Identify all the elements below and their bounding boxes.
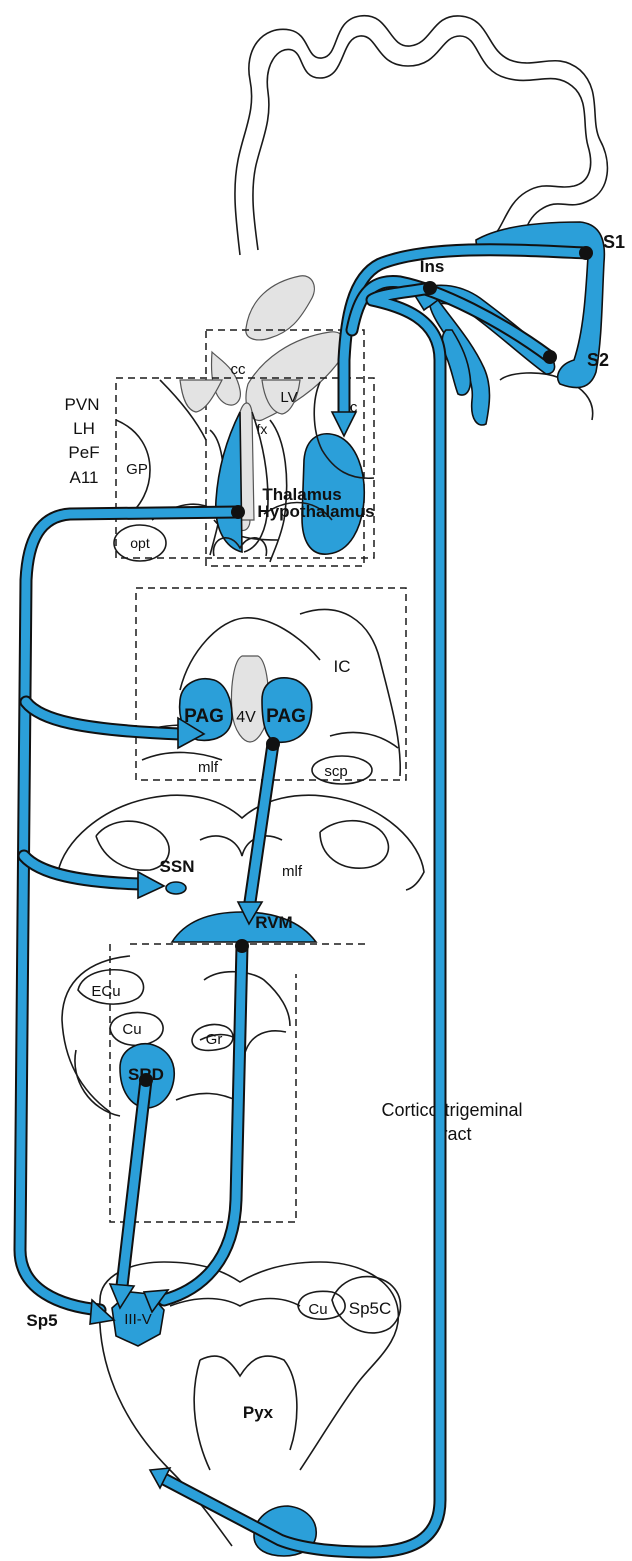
label-cc: cc (231, 361, 247, 378)
cortex-gyri-outline (235, 16, 607, 255)
pons-section: SSN mlf RVM (58, 795, 424, 942)
hypo-pag-branch (26, 702, 180, 734)
label-s1: S1 (603, 232, 625, 252)
label-cu-lower: Cu (308, 1301, 327, 1318)
label-pag-left: PAG (184, 706, 224, 727)
label-sp5: Sp5 (26, 1311, 57, 1330)
label-mlf-mid: mlf (198, 759, 219, 776)
label-s2: S2 (587, 350, 609, 370)
label-ecu: ECu (91, 983, 120, 1000)
dot-rvm (235, 939, 249, 953)
dot-ins (423, 281, 437, 295)
rvm-sp5-tract (164, 946, 242, 1300)
ssn-nucleus (166, 882, 186, 894)
label-pag-right: PAG (266, 706, 306, 727)
arrowhead-sp5-left (90, 1300, 114, 1324)
label-gr: Gr (206, 1031, 223, 1048)
srd-sp5-tract (122, 1080, 146, 1286)
lateral-ventricle-right (246, 332, 345, 421)
dot-s1 (579, 246, 593, 260)
label-cortico-tract-line1: Cortico-trigeminal (381, 1100, 522, 1120)
cortex-gyri-inner (253, 36, 591, 250)
label-4v: 4V (236, 709, 256, 726)
label-scp: scp (324, 763, 347, 780)
label-ins: Ins (420, 257, 445, 276)
label-lamina: III-V (124, 1311, 152, 1328)
label-rvm: RVM (255, 913, 292, 932)
arrowhead-thalamus (332, 412, 356, 436)
dot-srd (139, 1073, 153, 1087)
label-opt: opt (130, 535, 150, 551)
dot-s2 (543, 350, 557, 364)
label-ic-large: IC (334, 657, 351, 676)
label-hypothalamus: Hypothalamus (257, 502, 374, 521)
label-pef: PeF (68, 443, 99, 462)
label-gp: GP (126, 461, 148, 478)
label-lv-lower: LV (280, 389, 297, 406)
source-dots (139, 246, 593, 1087)
hypothalamus-nucleus (216, 412, 242, 552)
label-fx: fx (257, 421, 268, 437)
label-cu-upper: Cu (122, 1021, 141, 1038)
lv-left-lower (180, 380, 222, 412)
medulla-outline (62, 956, 290, 1112)
medulla-section: ECu Cu Gr SRD (62, 956, 290, 1116)
label-lh: LH (73, 419, 95, 438)
label-sp5c: Sp5C (349, 1299, 392, 1318)
caudal-medulla-inner (170, 1299, 300, 1471)
pag-rvm-tract (250, 744, 273, 902)
dot-hypothalamus (231, 505, 245, 519)
pons-outline (58, 795, 424, 890)
rvm-nucleus (172, 912, 316, 942)
label-pyx: Pyx (243, 1403, 274, 1422)
label-mlf-pons: mlf (282, 863, 303, 880)
label-pvn: PVN (65, 395, 100, 414)
label-a11: A11 (70, 468, 99, 487)
dot-pag (266, 737, 280, 751)
label-ssn: SSN (160, 857, 195, 876)
hypo-ssn-branch (24, 856, 140, 884)
pons-inner-lobes (96, 821, 388, 870)
